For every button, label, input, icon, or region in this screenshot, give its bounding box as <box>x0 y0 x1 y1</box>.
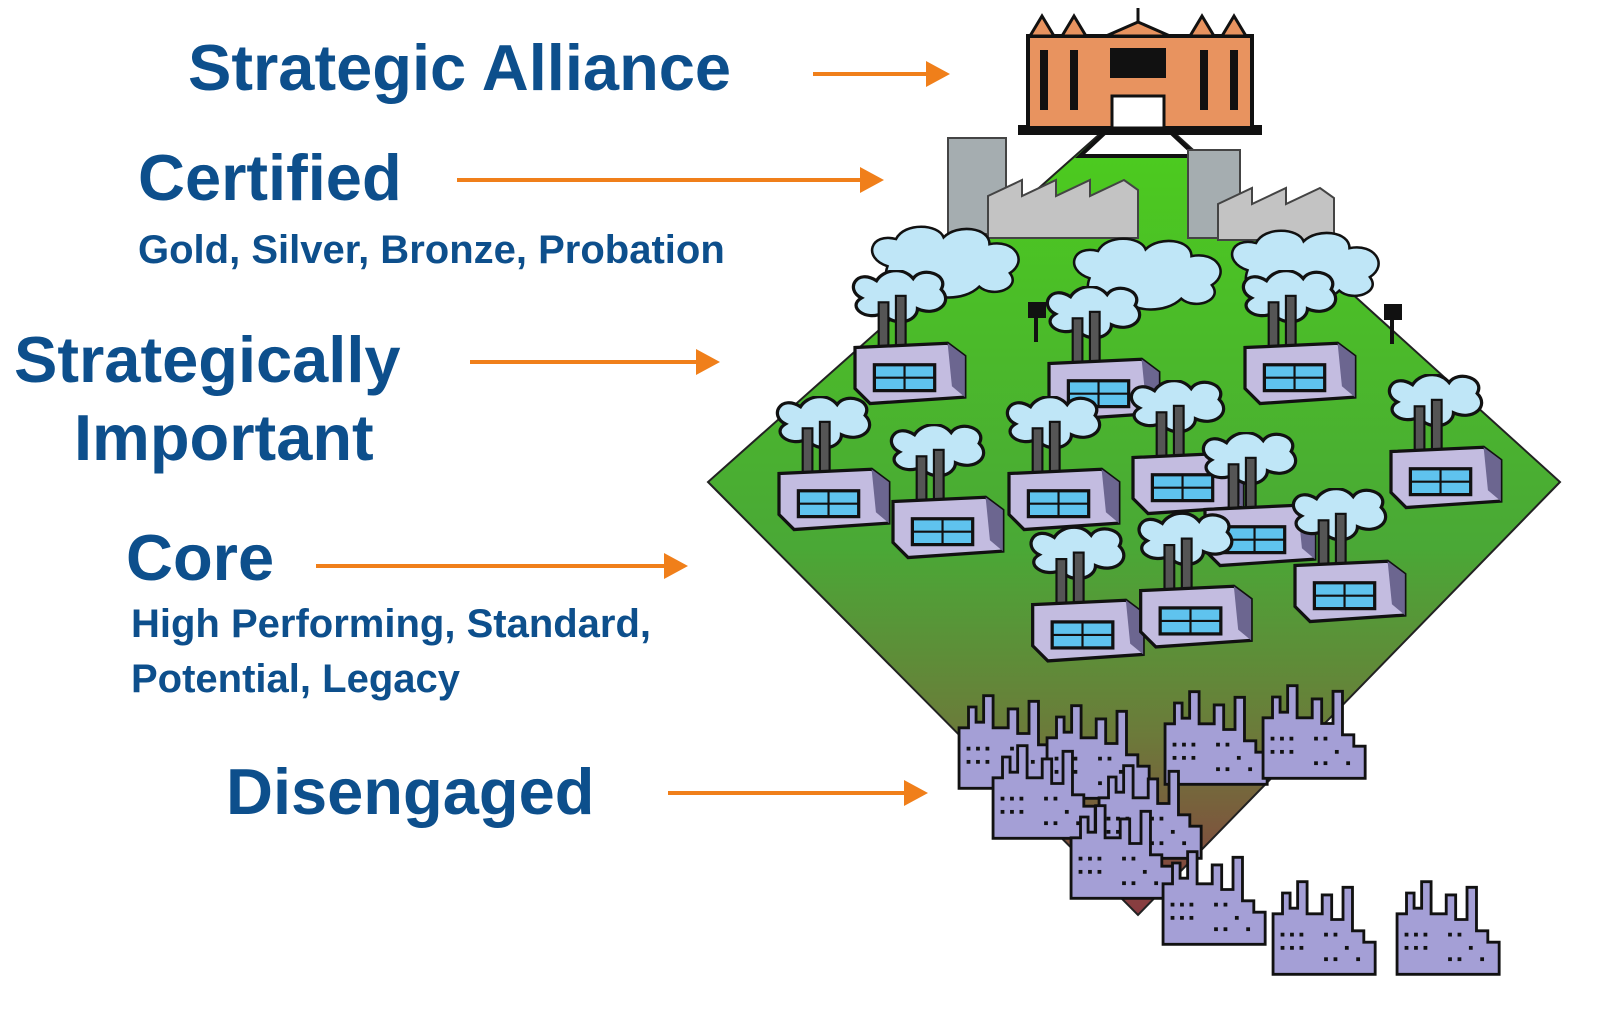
tier-label-disengaged: Disengaged <box>226 755 595 828</box>
warehouse-icon <box>987 178 1335 241</box>
tier-label-strategically: Strategically <box>14 323 401 396</box>
tier-label-certified: Certified <box>138 141 402 214</box>
tier-sub-core-line1: High Performing, Standard, <box>131 602 652 646</box>
tier-sub-certified: Gold, Silver, Bronze, Probation <box>138 228 725 272</box>
tier-label-core: Core <box>126 521 275 594</box>
arrow-strategically-important <box>470 349 720 375</box>
water-tower-icon <box>1028 302 1402 344</box>
arrow-strategic-alliance <box>813 61 950 87</box>
arrow-core <box>316 553 688 579</box>
arrow-disengaged <box>668 780 928 806</box>
tier-sub-core-line2: Potential, Legacy <box>131 657 460 701</box>
arrow-certified <box>457 167 884 193</box>
tier-label-strategic-alliance: Strategic Alliance <box>188 31 732 104</box>
headquarters-icon <box>1018 8 1262 158</box>
tier-label-important: Important <box>74 401 374 474</box>
